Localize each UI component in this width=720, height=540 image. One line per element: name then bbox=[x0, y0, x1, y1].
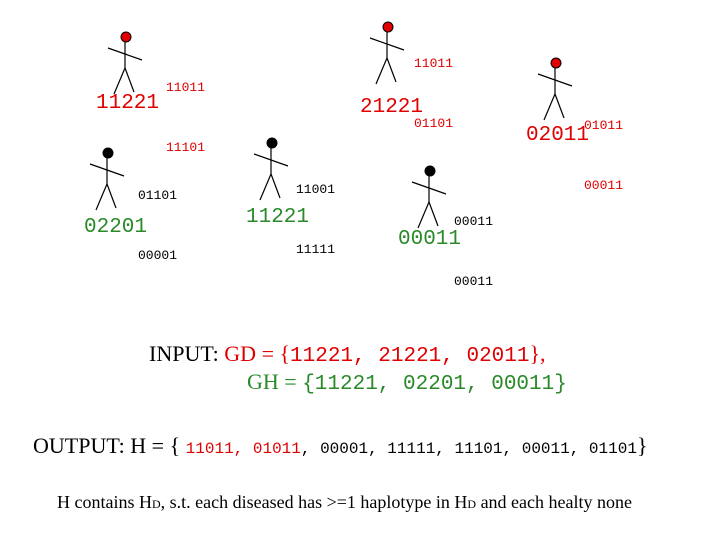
haplotype: 00011 bbox=[454, 214, 494, 229]
healthy-individual-3 bbox=[404, 162, 454, 232]
note-text-b: , s.t. each diseased has >=1 haplotype i… bbox=[160, 492, 468, 512]
h-red-values: 11011, 01011 bbox=[185, 440, 301, 458]
note-text-a: H contains H bbox=[57, 492, 152, 512]
stick-figure-icon bbox=[253, 137, 289, 201]
diseased-individual-2 bbox=[362, 18, 412, 88]
gd-suffix: }, bbox=[529, 341, 546, 366]
diseased-individual-1 bbox=[100, 28, 150, 98]
stick-figure-icon bbox=[89, 147, 125, 211]
haplotype-pair-4: 01101 00001 bbox=[138, 146, 177, 286]
input-gd-line: INPUT: GD = {11221, 21221, 02011}, bbox=[138, 312, 546, 371]
stick-figure-icon bbox=[369, 21, 405, 85]
haplotype: 11011 bbox=[166, 80, 206, 95]
stick-figure-icon bbox=[411, 165, 447, 229]
haplotype-pair-1: 11011 11101 bbox=[166, 38, 205, 178]
gh-values: 11221, 02201, 00011 bbox=[314, 373, 555, 396]
haplotype: 00011 bbox=[584, 178, 624, 193]
haplotype: 11101 bbox=[166, 140, 206, 155]
haplotype: 01101 bbox=[414, 116, 454, 131]
haplotype-pair-3: 01011 00011 bbox=[584, 76, 623, 216]
h-black-values: , 00001, 11111, 11101, 00011, 01101 bbox=[300, 440, 637, 458]
haplotype: 11111 bbox=[296, 242, 336, 257]
stick-figure-icon bbox=[107, 31, 143, 95]
output-line: OUTPUT: H = { 11011, 01011, 00001, 11111… bbox=[22, 404, 648, 463]
input-label: INPUT: bbox=[149, 341, 219, 366]
h-suffix: } bbox=[636, 433, 648, 458]
genotype-diseased-2: 21221 bbox=[360, 96, 424, 119]
note-subscript-2: D bbox=[467, 497, 477, 511]
healthy-individual-2 bbox=[246, 134, 296, 204]
genotype-healthy-1: 02201 bbox=[84, 216, 148, 239]
genotype-healthy-3: 00011 bbox=[398, 228, 462, 251]
haplotype-pair-6: 00011 00011 bbox=[454, 172, 493, 312]
output-label: OUTPUT: bbox=[33, 433, 125, 458]
gd-values: 11221, 21221, 02011 bbox=[290, 345, 530, 368]
haplotype: 01011 bbox=[584, 118, 624, 133]
haplotype-pair-5: 11001 11111 bbox=[296, 140, 335, 280]
h-prefix: H = { bbox=[130, 433, 181, 458]
diseased-individual-3 bbox=[530, 54, 580, 124]
haplotype: 11011 bbox=[414, 56, 454, 71]
gh-prefix: GH = bbox=[247, 369, 303, 394]
genotype-healthy-2: 11221 bbox=[246, 206, 310, 229]
haplotype: 01101 bbox=[138, 188, 178, 203]
genotype-diseased-1: 11221 bbox=[96, 92, 160, 115]
note-text-c: and each healty none bbox=[476, 492, 632, 512]
footnote: H contains HD, s.t. each diseased has >=… bbox=[48, 466, 632, 516]
gh-close: } bbox=[554, 373, 567, 396]
note-subscript-1: D bbox=[151, 497, 161, 511]
gd-prefix: GD = { bbox=[224, 341, 291, 366]
haplotype: 00011 bbox=[454, 274, 494, 289]
healthy-individual-1 bbox=[82, 144, 132, 214]
stick-figure-icon bbox=[537, 57, 573, 121]
haplotype: 11001 bbox=[296, 182, 336, 197]
gh-open: { bbox=[302, 373, 315, 396]
haplotype-pair-2: 11011 01101 bbox=[414, 14, 453, 154]
haplotype: 00001 bbox=[138, 248, 178, 263]
genotype-diseased-3: 02011 bbox=[526, 124, 590, 147]
input-gh-line: GH = {11221, 02201, 00011} bbox=[236, 340, 567, 399]
